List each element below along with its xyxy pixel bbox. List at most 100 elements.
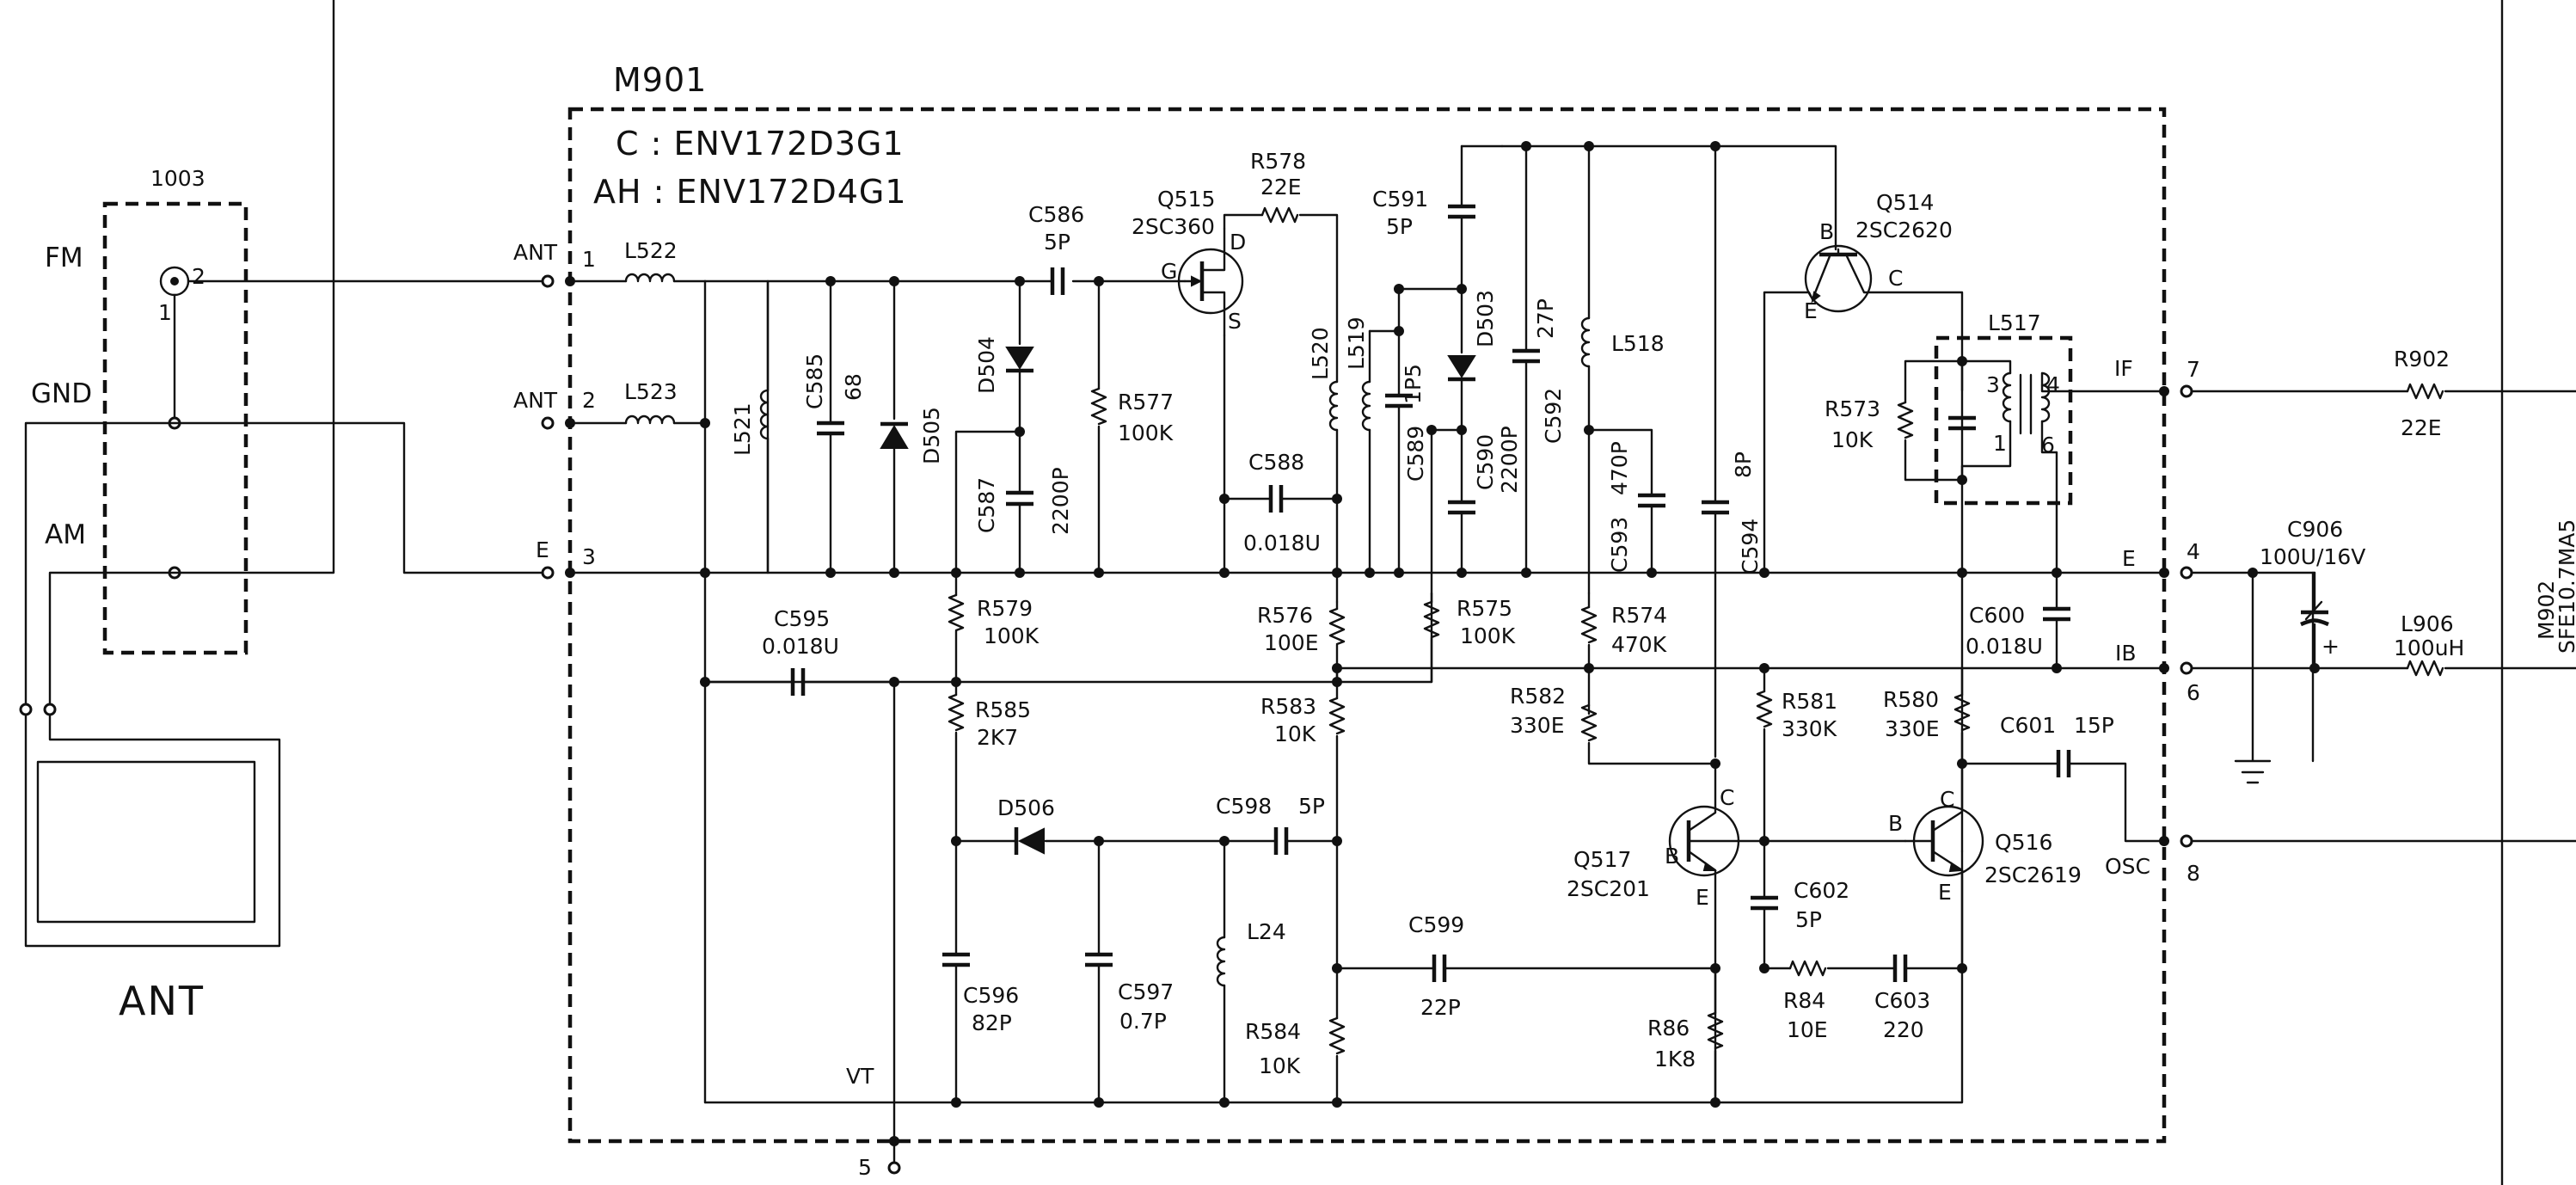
svg-text:C600: C600: [1969, 603, 2025, 628]
svg-text:C591: C591: [1372, 187, 1428, 212]
svg-text:0.018U: 0.018U: [1243, 531, 1321, 556]
filter-label: SFE10.7MA5: [2555, 519, 2576, 654]
pin3-num: 3: [582, 544, 596, 569]
inductor-l519: L519: [1344, 316, 1371, 574]
inductor-l521: L521: [730, 279, 770, 574]
svg-text:C596: C596: [963, 983, 1019, 1008]
pin5-terminal: [887, 1161, 901, 1175]
svg-text:1K8: 1K8: [1654, 1047, 1696, 1071]
svg-text:C586: C586: [1028, 202, 1084, 227]
svg-text:2SC2619: 2SC2619: [1984, 863, 2082, 887]
resistor-r573: R573 10K: [1825, 359, 1964, 482]
svg-text:22P: 22P: [1420, 995, 1461, 1020]
transformer-l517: 3 4 1 6 L517: [1934, 310, 2166, 574]
lower-section: C595 0.018U R579 100K R585 2K7 D506: [703, 568, 2166, 1143]
svg-text:R575: R575: [1457, 596, 1512, 621]
module-m901: M901 C : ENV172D3G1 AH : ENV172D4G1: [567, 61, 2167, 1144]
pin7-name: IF: [2114, 356, 2133, 381]
capacitor-c598: C598 5P: [1097, 794, 1339, 855]
transistor-q515: Q515 2SC360 G D S: [1132, 187, 1264, 500]
pin4-num: 4: [2187, 539, 2200, 564]
capacitor-c906: C906 100U/16V +: [2190, 517, 2365, 784]
capacitor-c596: C596 82P: [942, 952, 1019, 1104]
svg-text:D504: D504: [974, 336, 999, 394]
svg-text:+: +: [2321, 634, 2340, 659]
pin4-name: E: [2122, 546, 2136, 571]
svg-text:B: B: [1665, 844, 1679, 869]
svg-text:L518: L518: [1611, 331, 1665, 356]
pin1-terminal: [541, 274, 555, 288]
resistor-r575: R575 100K: [1423, 592, 1516, 684]
svg-text:C595: C595: [774, 606, 830, 631]
pin1-num: 1: [582, 247, 596, 272]
inductor-l518: L518: [1580, 144, 1665, 595]
svg-text:G: G: [1161, 259, 1177, 284]
capacitor-c594: 8P C594: [1702, 144, 1763, 758]
module-variant-ah: AH : ENV172D4G1: [593, 173, 907, 211]
svg-text:100K: 100K: [1118, 421, 1174, 445]
fm-label: FM: [45, 243, 83, 273]
capacitor-c586: C586 5P: [1028, 202, 1084, 295]
resistor-r902: R902 22E: [2190, 347, 2576, 440]
svg-text:C906: C906: [2287, 517, 2343, 542]
svg-text:L520: L520: [1308, 327, 1333, 380]
svg-text:R584: R584: [1245, 1019, 1301, 1044]
svg-text:E: E: [1696, 885, 1709, 910]
transistor-q516: Q516 2SC2619 B C E: [1888, 762, 2082, 970]
svg-text:100E: 100E: [1264, 630, 1319, 655]
transistor-q517: Q517 2SC201 B C E: [1567, 762, 1766, 1104]
resistor-r576: R576 100E: [1257, 600, 1346, 684]
svg-text:100uH: 100uH: [2394, 635, 2464, 660]
svg-text:D: D: [1230, 230, 1246, 255]
svg-text:R581: R581: [1782, 689, 1837, 714]
pin8-num: 8: [2187, 861, 2200, 886]
svg-text:0.7P: 0.7P: [1119, 1009, 1167, 1034]
capacitor-c599: C599 22P: [1335, 912, 1717, 1020]
resistor-r580: R580 330E: [1883, 666, 1971, 765]
capacitor-c595: C595 0.018U: [703, 606, 896, 1143]
svg-text:L519: L519: [1344, 316, 1369, 370]
svg-text:L521: L521: [730, 402, 755, 456]
svg-text:C593: C593: [1607, 517, 1632, 573]
svg-text:Q517: Q517: [1573, 847, 1631, 872]
svg-text:5P: 5P: [1386, 214, 1413, 239]
svg-text:L24: L24: [1247, 919, 1286, 944]
pin7-num: 7: [2187, 357, 2200, 382]
svg-text:C597: C597: [1118, 979, 1174, 1004]
svg-text:C601: C601: [2000, 713, 2056, 738]
svg-text:D503: D503: [1473, 290, 1498, 347]
svg-text:R902: R902: [2394, 347, 2450, 371]
svg-text:10K: 10K: [1274, 721, 1316, 746]
svg-text:L523: L523: [624, 379, 678, 404]
resistor-l906: L906 100uH: [2190, 611, 2576, 677]
l517-shield: [1934, 335, 2073, 506]
svg-text:100U/16V: 100U/16V: [2260, 544, 2365, 569]
svg-text:330E: 330E: [1510, 713, 1565, 738]
pin8-name: OSC: [2105, 854, 2150, 879]
svg-text:R573: R573: [1825, 396, 1880, 421]
svg-text:C602: C602: [1794, 878, 1849, 903]
svg-text:C592: C592: [1541, 388, 1566, 444]
svg-text:R576: R576: [1257, 603, 1313, 628]
inductor-l520: L520: [1308, 327, 1339, 604]
capacitor-c602: C602 5P: [1751, 878, 1849, 970]
svg-text:R86: R86: [1647, 1016, 1690, 1041]
svg-text:10E: 10E: [1787, 1017, 1828, 1042]
diode-d504: D504: [974, 279, 1034, 494]
svg-text:2SC360: 2SC360: [1132, 214, 1215, 239]
svg-text:C590: C590: [1473, 434, 1498, 490]
inductor-l24: L24: [1216, 839, 1286, 1104]
module-outline: [567, 107, 2167, 1144]
pin5-name: VT: [846, 1064, 874, 1089]
svg-text:2SC201: 2SC201: [1567, 876, 1650, 901]
svg-text:E: E: [1938, 880, 1952, 905]
if-section: Q514 2SC2620 B C E 3 4 1 6 L517: [1759, 0, 2576, 1185]
svg-text:1: 1: [1993, 431, 2007, 456]
loop-antenna-label: ANT: [119, 978, 205, 1024]
svg-text:S: S: [1228, 309, 1242, 334]
svg-text:Q515: Q515: [1157, 187, 1215, 212]
svg-text:4: 4: [2046, 372, 2060, 397]
jack-pin2: 2: [192, 264, 205, 289]
pin8-terminal: [2180, 834, 2193, 848]
svg-text:R583: R583: [1260, 694, 1316, 719]
